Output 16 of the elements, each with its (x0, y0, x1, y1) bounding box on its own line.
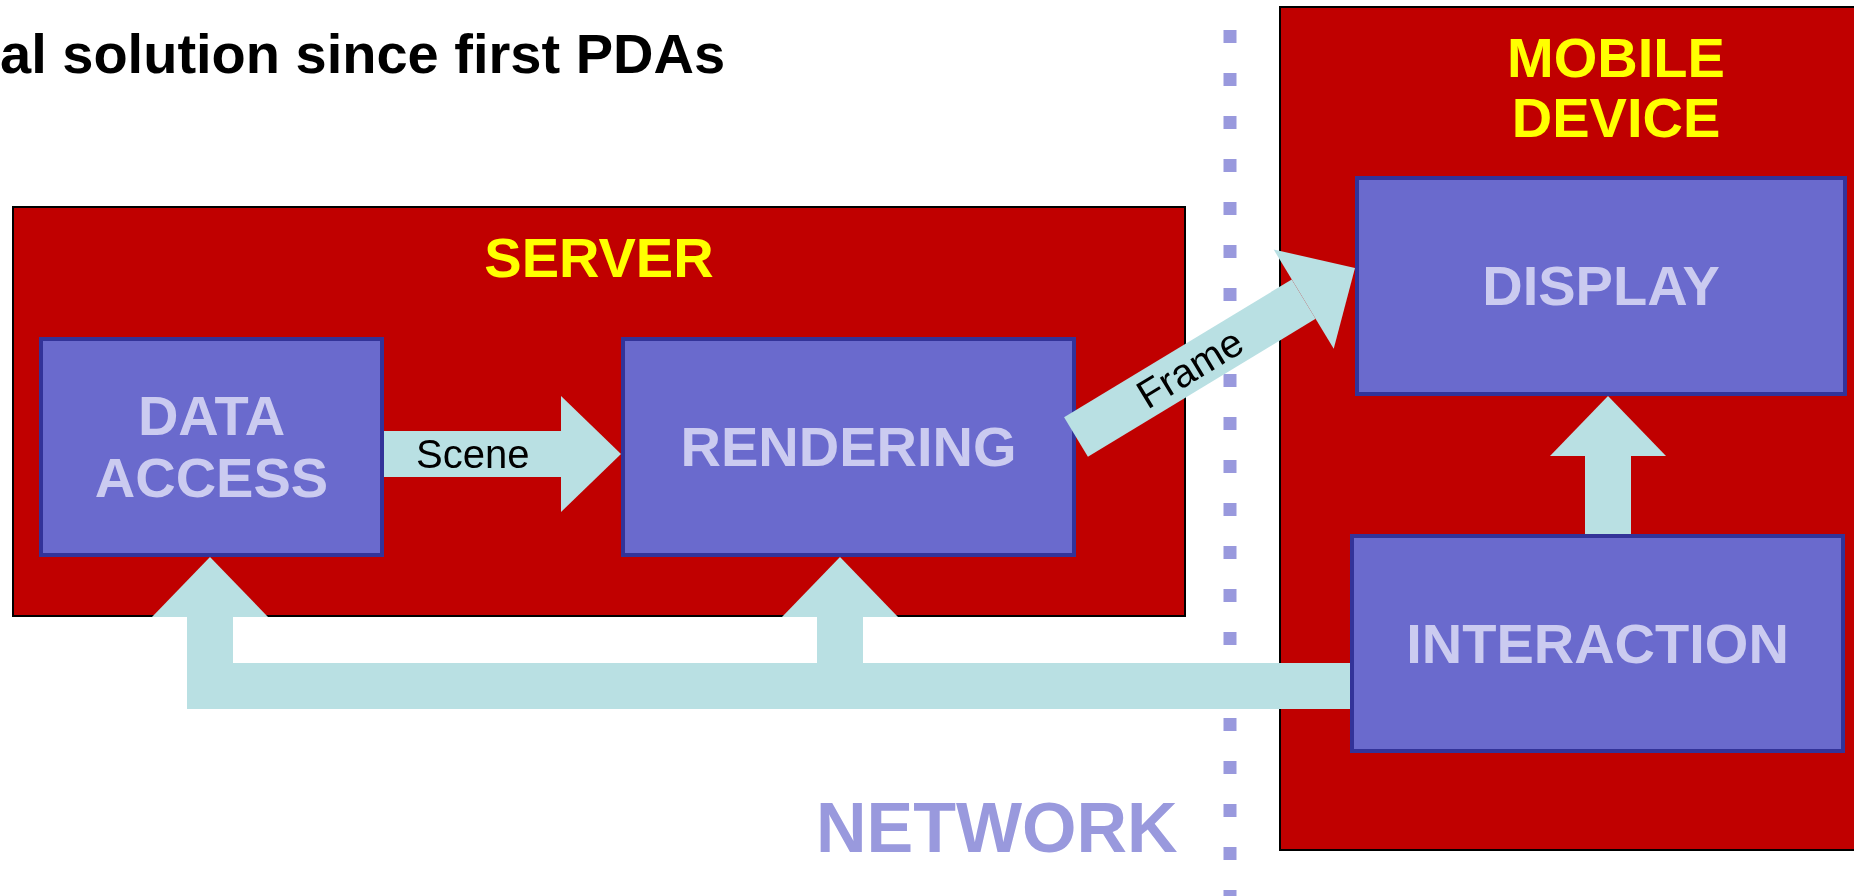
box-label: INTERACTION (1406, 612, 1789, 675)
zone-label: NETWORK (816, 790, 1178, 866)
box-label: DISPLAY (1482, 255, 1720, 317)
process-box (1355, 176, 1847, 396)
block-arrow (1550, 396, 1666, 534)
box-label: DATA ACCESS (93, 385, 330, 509)
panel-heading: MOBILE DEVICE (1506, 28, 1726, 148)
process-box (1350, 534, 1845, 753)
block-arrow (384, 396, 621, 512)
process-box (621, 337, 1076, 557)
box-label: RENDERING (680, 416, 1017, 478)
container-panel (1279, 6, 1854, 851)
panel-heading: SERVER (483, 228, 715, 288)
edge-label: Scene (416, 432, 530, 476)
title-text: al solution since first PDAs (0, 22, 726, 86)
process-box (39, 337, 384, 557)
